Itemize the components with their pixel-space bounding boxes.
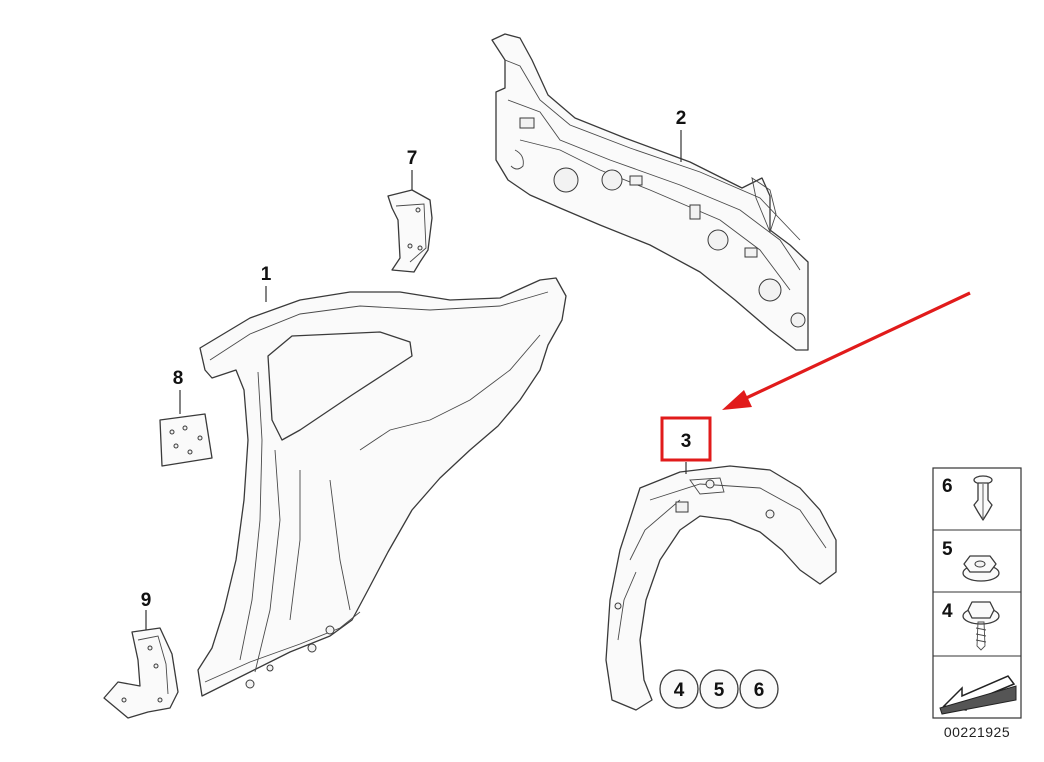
flange-screw-icon [962, 601, 1000, 651]
hardware-label-6: 6 [754, 680, 765, 701]
hardware-circle-5 [699, 669, 739, 709]
direction-arrow-icon [939, 675, 1017, 715]
legend-label-4: 4 [942, 601, 953, 622]
hardware-circle-4 [659, 669, 699, 709]
plate-part-8 [159, 413, 213, 467]
side-panel-part [197, 277, 567, 697]
rear-panel-part [491, 33, 809, 351]
callout-3: 3 [681, 431, 692, 452]
callout-3-highlighted[interactable]: 3 [660, 416, 712, 462]
hardware-circle-6 [739, 669, 779, 709]
highlight-box [660, 416, 712, 462]
callout-7: 7 [407, 148, 418, 169]
push-rivet-icon [973, 475, 993, 521]
legend-label-6: 6 [942, 476, 953, 497]
callout-1: 1 [261, 264, 272, 285]
hardware-group: 4 5 6 [659, 669, 779, 709]
callout-9: 9 [141, 590, 152, 611]
hardware-legend: 6 5 4 [932, 467, 1022, 719]
hardware-label-4: 4 [674, 680, 685, 701]
diagram-number: 00221925 [944, 724, 1010, 740]
callout-2: 2 [676, 108, 687, 129]
bracket-part-7 [387, 189, 433, 273]
hex-nut-icon [962, 555, 1000, 582]
bracket-part-9 [103, 627, 179, 719]
callout-8: 8 [173, 368, 184, 389]
hardware-label-5: 5 [714, 680, 725, 701]
legend-label-5: 5 [942, 539, 953, 560]
red-pointer-arrow [722, 291, 971, 410]
wheel-arch-liner-part [605, 465, 837, 711]
